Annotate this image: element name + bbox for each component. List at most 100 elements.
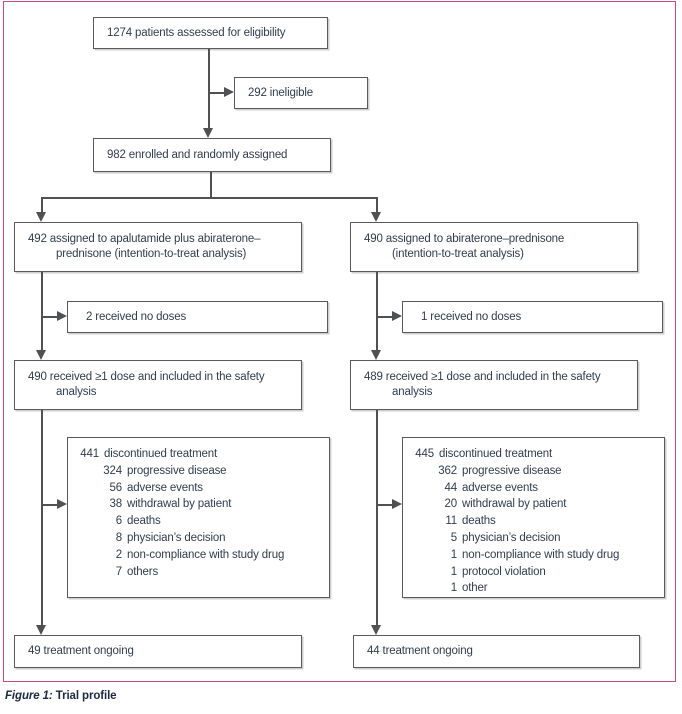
discontinued-row: 1 non-compliance with study drug <box>408 547 658 564</box>
discontinued-row: 44 adverse events <box>408 480 658 497</box>
arrowhead-into-right-discontinued <box>392 499 402 509</box>
connector-randomisation-split <box>41 197 378 199</box>
count: 38 <box>109 498 123 511</box>
count: 1 <box>450 582 457 595</box>
connector-left-safety-to-ongoing <box>41 410 43 626</box>
box-right-safety: 489 received ≥1 dose and included in the… <box>350 360 638 410</box>
box-left-discontinued-list: 441 discontinued treatment 324 progressive… <box>68 438 329 582</box>
connector-split-left-down <box>41 197 43 213</box>
line1: 490 received ≥1 dose and included in the… <box>28 371 265 383</box>
count: 445 <box>415 448 434 460</box>
connector-to-ineligible <box>209 92 226 94</box>
line2: analysis <box>56 386 97 398</box>
reason-label: others <box>127 565 159 578</box>
count: 44 <box>444 481 458 494</box>
box-right-ongoing: 44 treatment ongoing <box>353 635 640 668</box>
box-eligibility: 1274 patients assessed for eligibility <box>93 17 328 49</box>
discontinued-row: 38 withdrawal by patient <box>73 496 323 513</box>
box-right-no-dose: 1 received no doses <box>402 301 663 333</box>
arrowhead-into-enrolled <box>203 128 213 138</box>
box-right-assigned-text: 490 assigned to abiraterone–prednisone (… <box>351 230 572 264</box>
arrowhead-into-left-no-dose <box>57 311 67 321</box>
box-eligibility-text: 1274 patients assessed for eligibility <box>107 26 286 39</box>
connector-right-to-discontinued <box>376 504 393 506</box>
box-left-assigned: 492 assigned to apalutamide plus abirate… <box>14 222 302 272</box>
discontinued-row: 8 physician’s decision <box>73 530 323 547</box>
connector-right-safety-to-ongoing <box>376 410 378 626</box>
reason-label: protocol violation <box>462 565 546 578</box>
count: 1 <box>450 565 457 578</box>
count: 20 <box>444 498 458 511</box>
box-left-no-dose: 2 received no doses <box>67 301 328 333</box>
reason-label: other <box>462 582 488 595</box>
arrowhead-into-left-discontinued <box>57 499 67 509</box>
discontinued-row: 324 progressive disease <box>73 463 323 480</box>
count: 11 <box>445 515 457 528</box>
box-right-assigned: 490 assigned to abiraterone–prednisone (… <box>350 222 638 272</box>
box-left-ongoing: 49 treatment ongoing <box>14 635 302 668</box>
reason-label: withdrawal by patient <box>462 498 567 511</box>
connector-left-to-no-dose <box>41 316 58 318</box>
reason-label: withdrawal by patient <box>127 498 232 511</box>
reason-label: adverse events <box>127 481 203 494</box>
discontinued-row: 7 others <box>73 564 323 581</box>
count: 8 <box>115 531 122 544</box>
reason-label: progressive disease <box>462 464 562 477</box>
box-left-ongoing-text: 49 treatment ongoing <box>28 645 134 657</box>
connector-left-to-discontinued <box>41 504 58 506</box>
connector-eligibility-to-enrolled <box>208 49 210 130</box>
connector-right-assigned-to-safety <box>376 272 378 351</box>
reason-label: physician’s decision <box>462 531 561 544</box>
discontinued-row: 1 protocol violation <box>408 564 658 581</box>
count: 5 <box>450 531 457 544</box>
box-left-discontinued: 441 discontinued treatment 324 progressive… <box>67 437 330 598</box>
discontinued-row: 11 deaths <box>408 513 658 530</box>
box-left-assigned-text: 492 assigned to apalutamide plus abirate… <box>15 230 268 264</box>
box-left-safety: 490 received ≥1 dose and included in the… <box>14 360 302 410</box>
reason-label: deaths <box>462 515 496 528</box>
line1: 490 assigned to abiraterone–prednisone <box>364 233 565 245</box>
discontinued-row: 445 discontinued treatment <box>408 446 658 463</box>
line2: (intention-to-treat analysis) <box>392 248 524 260</box>
reason-label: non-compliance with study drug <box>462 548 620 561</box>
arrowhead-into-right-ongoing <box>371 625 381 635</box>
discontinued-row: 1 other <box>408 580 658 597</box>
reason-label: discontinued treatment <box>104 448 218 460</box>
line2: analysis <box>392 386 433 398</box>
reason-label: progressive disease <box>127 464 227 477</box>
figure-caption-label: Figure 1: <box>5 690 53 702</box>
line2: prednisone (intention-to-treat analysis) <box>56 248 247 260</box>
arrowhead-into-left-safety <box>36 350 46 360</box>
arrowhead-into-right-assigned <box>371 212 381 222</box>
discontinued-row: 441 discontinued treatment <box>73 446 323 463</box>
box-ineligible: 292 ineligible <box>234 77 368 109</box>
reason-label: non-compliance with study drug <box>127 548 285 561</box>
discontinued-row: 5 physician’s decision <box>408 530 658 547</box>
connector-split-right-down <box>376 197 378 213</box>
arrowhead-into-left-assigned <box>36 212 46 222</box>
reason-label: deaths <box>127 515 161 528</box>
connector-right-to-no-dose <box>376 316 393 318</box>
box-left-no-dose-text: 2 received no doses <box>86 310 187 323</box>
count: 1 <box>450 548 457 561</box>
arrowhead-into-right-no-dose <box>392 311 402 321</box>
line1: 489 received ≥1 dose and included in the… <box>364 371 601 383</box>
reason-label: physician’s decision <box>127 531 226 544</box>
figure-caption-text: Trial profile <box>55 690 117 702</box>
box-left-safety-text: 490 received ≥1 dose and included in the… <box>15 368 272 402</box>
line1: 492 assigned to apalutamide plus abirate… <box>28 233 261 245</box>
figure-caption: Figure 1: Trial profile <box>5 690 117 702</box>
reason-label: adverse events <box>462 481 538 494</box>
count: 7 <box>115 565 122 578</box>
count: 441 <box>80 448 99 460</box>
count: 324 <box>103 464 122 477</box>
reason-label: discontinued treatment <box>439 448 553 460</box>
arrowhead-into-right-safety <box>371 350 381 360</box>
